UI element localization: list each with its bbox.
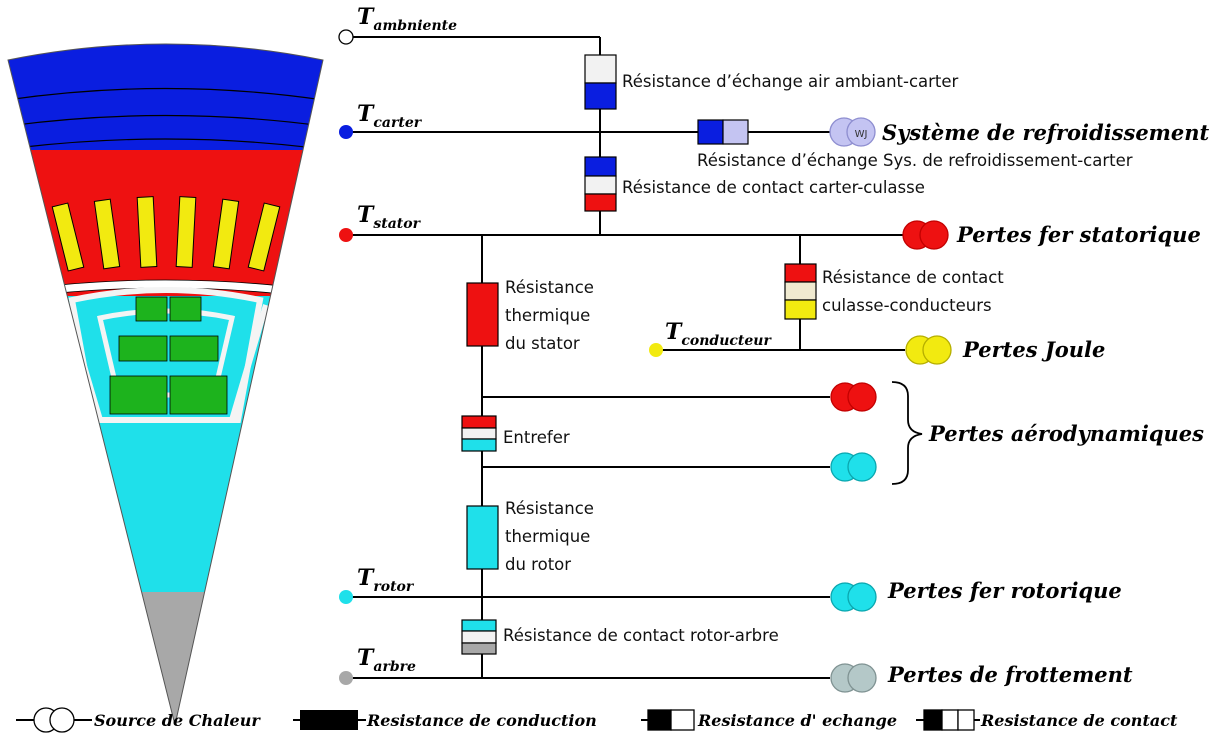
resistance-carter-culasse-label: Résistance de contact carter-culasse — [622, 178, 925, 197]
resistance-rotor-arbre: Résistance de contact rotor-arbre — [461, 619, 779, 655]
legend-contact-label: Resistance de contact — [980, 711, 1178, 730]
legend-conduction-label: Resistance de conduction — [366, 711, 597, 730]
resistance-rotor-label-1: Résistance — [505, 499, 594, 518]
legend-source: Source de Chaleur — [16, 707, 261, 733]
resistance-entrefer: Entrefer — [461, 415, 570, 452]
node-conducteur-dot — [649, 343, 663, 357]
cooling-badge-label: WJ — [855, 129, 868, 140]
resistance-air-carter: Résistance d’échange air ambiant-carter — [584, 54, 959, 110]
resistance-rotor-label-3: du rotor — [505, 555, 571, 574]
resistance-air-carter-label: Résistance d’échange air ambiant-carter — [622, 72, 959, 91]
resistance-rotor: Résistance thermique du rotor — [466, 499, 594, 574]
resistance-carter-culasse: Résistance de contact carter-culasse — [584, 156, 925, 212]
network-wires — [352, 36, 905, 679]
resistance-rotor-label-2: thermique — [505, 527, 590, 546]
legend: Source de Chaleur Resistance de conducti… — [16, 707, 1178, 733]
source-joule: Pertes Joule — [905, 335, 1105, 365]
legend-conduction: Resistance de conduction — [293, 710, 597, 730]
node-ambient-label: Tambniente — [357, 4, 457, 34]
resistance-rotor-arbre-label: Résistance de contact rotor-arbre — [503, 626, 779, 645]
legend-echange-label: Resistance d' echange — [697, 711, 897, 730]
source-frottement-label: Pertes de frottement — [887, 662, 1133, 687]
resistance-stator-label-1: Résistance — [505, 278, 594, 297]
node-ambient-dot — [338, 29, 354, 45]
node-rotor-label: Trotor — [357, 565, 415, 595]
legend-echange: Resistance d' echange — [641, 709, 897, 731]
resistance-culasse-conducteurs-label-2: culasse-conducteurs — [822, 296, 992, 315]
source-aero-rotor — [830, 452, 877, 482]
resistance-stator-label-3: du stator — [505, 334, 580, 353]
node-carter-dot — [339, 125, 353, 139]
source-fer-rotorique-label: Pertes fer rotorique — [887, 578, 1122, 603]
node-arbre-dot — [339, 671, 353, 685]
source-cooling-system: WJ Système de refroidissement — [829, 117, 1210, 147]
source-aero-label: Pertes aérodynamiques — [928, 421, 1204, 446]
node-carter-label: Tcarter — [357, 101, 423, 131]
source-cooling-label: Système de refroidissement — [882, 120, 1210, 145]
source-fer-statorique: Pertes fer statorique — [902, 220, 1201, 250]
node-conducteur-label: Tconducteur — [665, 319, 772, 349]
resistance-culasse-conducteurs-label-1: Résistance de contact — [822, 268, 1004, 287]
node-stator-dot — [339, 228, 353, 242]
legend-source-label: Source de Chaleur — [94, 711, 261, 730]
stator-slots — [51, 196, 281, 272]
housing-region — [8, 44, 323, 150]
node-stator-label: Tstator — [357, 202, 422, 232]
resistance-cooling-carter: Résistance d’échange Sys. de refroidisse… — [697, 119, 1133, 170]
source-frottement: Pertes de frottement — [830, 662, 1133, 693]
resistance-cooling-carter-label: Résistance d’échange Sys. de refroidisse… — [697, 151, 1133, 170]
legend-contact: Resistance de contact — [916, 709, 1178, 731]
resistance-entrefer-label: Entrefer — [503, 428, 570, 447]
temperature-nodes: Tambniente Tcarter Tstator Tconducteur T… — [338, 4, 772, 685]
resistance-stator: Résistance thermique du stator — [466, 278, 594, 353]
node-arbre-label: Tarbre — [357, 645, 416, 675]
resistance-culasse-conducteurs: Résistance de contact culasse-conducteur… — [784, 263, 1004, 320]
source-fer-statorique-label: Pertes fer statorique — [956, 222, 1201, 247]
source-joule-label: Pertes Joule — [962, 337, 1105, 362]
node-rotor-dot — [339, 590, 353, 604]
resistance-stator-label-2: thermique — [505, 306, 590, 325]
aero-brace: Pertes aérodynamiques — [891, 381, 1204, 485]
source-fer-rotorique: Pertes fer rotorique — [830, 578, 1122, 612]
rotor-copper-blocks — [109, 296, 228, 415]
source-aero-stator — [830, 382, 877, 412]
motor-section-illustration — [7, 43, 324, 726]
